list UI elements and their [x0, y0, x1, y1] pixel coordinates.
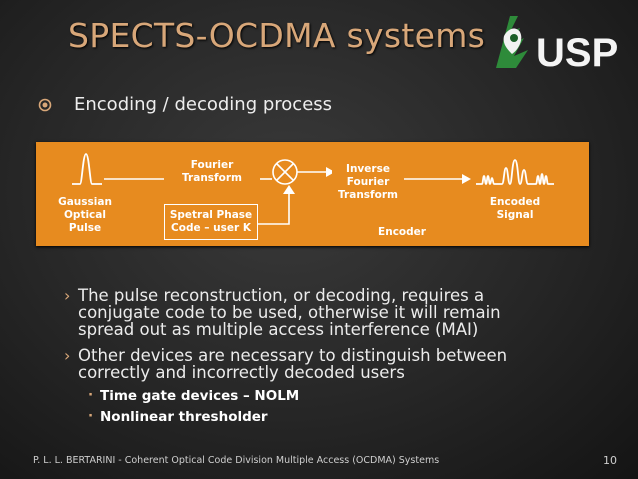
gaussian-pulse-label: Gaussian Optical Pulse — [58, 196, 112, 234]
main-bullet: Encoding / decoding process — [38, 94, 332, 115]
dot-bullet-icon: · — [88, 408, 94, 424]
encoder-label: Encoder — [378, 226, 426, 238]
logo-text: USP — [536, 31, 618, 74]
diagram-lines — [72, 153, 554, 225]
dot-bullet-icon: · — [88, 387, 94, 403]
chevron-bullet-icon: › — [64, 346, 71, 365]
subpoint-devices: › Other devices are necessary to disting… — [64, 346, 508, 382]
encoded-signal-label: Encoded Signal — [489, 196, 541, 221]
page-number: 10 — [603, 454, 617, 467]
circle-bullet-icon — [38, 98, 52, 111]
encoded-signal-icon — [476, 159, 554, 185]
chevron-bullet-icon: › — [64, 286, 71, 305]
subsubpoint-time-gate: · Time gate devices – NOLM — [88, 387, 300, 404]
slide-title: SPECTS-OCDMA systems — [68, 16, 486, 55]
main-bullet-text: Encoding / decoding process — [74, 94, 333, 115]
usp-logo: USP — [496, 16, 618, 74]
subsubpoint-thresholder: · Nonlinear thresholder — [88, 408, 268, 425]
subpoint-decoding: › The pulse reconstruction, or decoding,… — [64, 286, 501, 339]
gaussian-pulse-icon — [72, 153, 102, 185]
footer-text: P. L. L. BERTARINI - Coherent Optical Co… — [33, 455, 440, 466]
